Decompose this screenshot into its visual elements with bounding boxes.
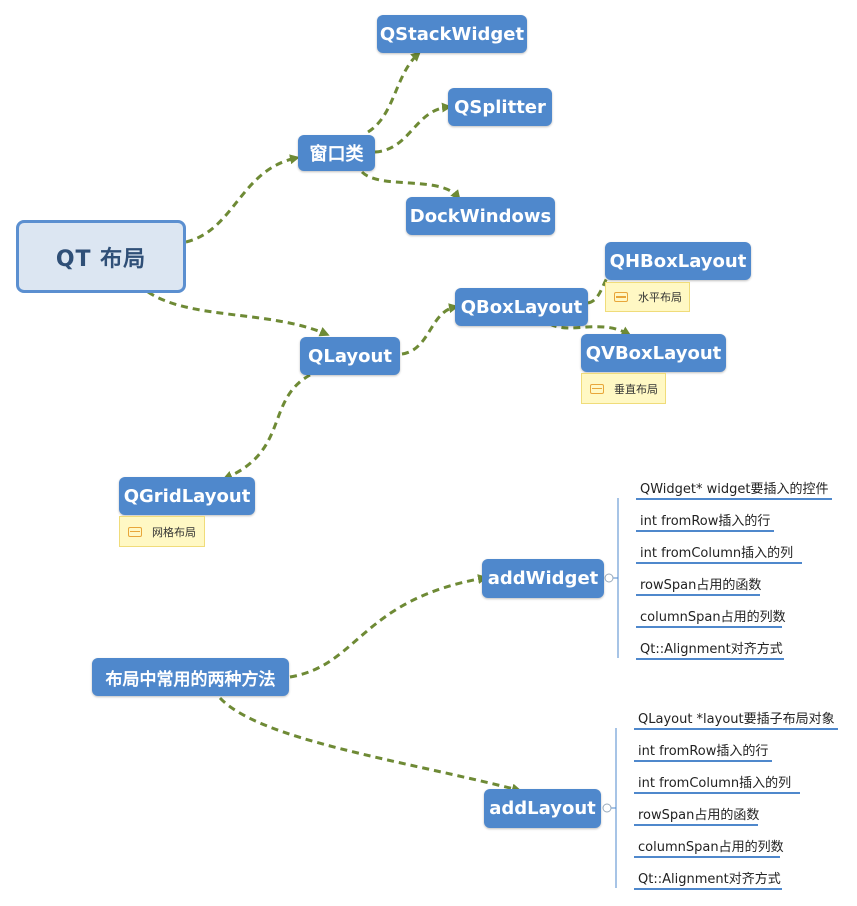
note-icon	[614, 292, 628, 302]
node-qhboxlayout-label: QHBoxLayout	[609, 250, 747, 272]
connector-qbox-qvbox	[549, 322, 632, 336]
addwidget-param-text: int fromColumn插入的列	[640, 546, 794, 561]
node-dockwindows-label: DockWindows	[409, 205, 552, 227]
node-qgridlayout-label: QGridLayout	[123, 485, 251, 507]
node-qboxlayout[interactable]: QBoxLayout	[455, 288, 588, 326]
addwidget-param[interactable]: rowSpan占用的函数	[636, 574, 762, 596]
node-qboxlayout-label: QBoxLayout	[460, 296, 583, 318]
addlayout-param[interactable]: rowSpan占用的函数	[634, 804, 760, 826]
note-icon	[128, 526, 142, 537]
node-qsplitter-label: QSplitter	[454, 96, 546, 118]
connector-methods-addwidget	[289, 574, 488, 679]
node-qstackwidget-label: QStackWidget	[379, 23, 525, 45]
node-qlayout[interactable]: QLayout	[300, 337, 400, 375]
addlayout-param-underline	[634, 824, 758, 826]
connector-qlayout-qbox	[401, 303, 459, 356]
node-common-methods[interactable]: 布局中常用的两种方法	[92, 658, 289, 696]
addlayout-param[interactable]: QLayout *layout要插子布局对象	[634, 708, 838, 730]
addlayout-param[interactable]: columnSpan占用的列数	[634, 836, 784, 858]
addwidget-param[interactable]: Qt::Alignment对齐方式	[636, 638, 784, 660]
addlayout-param-underline	[634, 760, 772, 762]
note-qgridlayout-text: 网格布局	[152, 525, 196, 539]
addwidget-param-underline	[636, 594, 760, 596]
node-window-classes[interactable]: 窗口类	[298, 135, 375, 171]
connector-root-qlayout	[147, 290, 330, 337]
note-qvboxlayout[interactable]: 垂直布局	[581, 373, 666, 404]
connector-methods-addlayout	[218, 696, 522, 794]
note-qhboxlayout[interactable]: 水平布局	[605, 282, 690, 312]
addlayout-param-text: int fromRow插入的行	[638, 744, 769, 759]
addlayout-param-text: QLayout *layout要插子布局对象	[638, 712, 835, 727]
node-addwidget[interactable]: addWidget	[482, 559, 604, 598]
note-qvboxlayout-text: 垂直布局	[614, 382, 658, 396]
connector-chuangkou-qsplitter	[374, 102, 452, 154]
addlayout-param-underline	[634, 888, 782, 890]
root-node[interactable]: QT 布局	[16, 220, 186, 293]
node-addlayout-label: addLayout	[489, 798, 596, 819]
addlayout-param-underline	[634, 856, 780, 858]
addwidget-param-underline	[636, 562, 802, 564]
addwidget-param-underline	[636, 658, 784, 660]
addwidget-param-text: int fromRow插入的行	[640, 514, 771, 529]
addwidget-param-text: QWidget* widget要插入的控件	[640, 482, 829, 497]
addwidget-param-text: columnSpan占用的列数	[640, 610, 786, 625]
node-qhboxlayout[interactable]: QHBoxLayout	[605, 242, 751, 280]
note-qhboxlayout-text: 水平布局	[638, 291, 682, 304]
root-label: QT 布局	[55, 246, 147, 272]
note-qgridlayout[interactable]: 网格布局	[119, 516, 205, 547]
connector-chuangkou-qstack	[367, 51, 421, 134]
addlayout-param-text: int fromColumn插入的列	[638, 776, 792, 791]
node-dockwindows[interactable]: DockWindows	[406, 197, 555, 235]
node-qgridlayout[interactable]: QGridLayout	[119, 477, 255, 515]
addwidget-param[interactable]: columnSpan占用的列数	[636, 606, 786, 628]
addlayout-param-underline	[634, 792, 800, 794]
connector-root-chuangkou	[185, 154, 300, 244]
node-qvboxlayout-label: QVBoxLayout	[585, 342, 722, 364]
addlayout-param-text: columnSpan占用的列数	[638, 840, 784, 855]
node-addlayout[interactable]: addLayout	[484, 789, 601, 828]
node-qvboxlayout[interactable]: QVBoxLayout	[581, 334, 726, 372]
note-icon	[590, 383, 604, 394]
node-qsplitter[interactable]: QSplitter	[448, 88, 552, 126]
addwidget-param-underline	[636, 626, 782, 628]
addlayout-param[interactable]: int fromRow插入的行	[634, 740, 772, 762]
connector-qlayout-qgrid	[222, 373, 311, 481]
addwidget-param[interactable]: QWidget* widget要插入的控件	[636, 478, 832, 500]
collapse-toggle-addlayout	[602, 803, 612, 813]
collapse-toggle-addwidget	[604, 573, 614, 583]
addwidget-param-text: rowSpan占用的函数	[640, 578, 762, 593]
addlayout-param[interactable]: int fromColumn插入的列	[634, 772, 800, 794]
node-qlayout-label: QLayout	[308, 345, 392, 367]
addwidget-param[interactable]: int fromRow插入的行	[636, 510, 774, 532]
addwidget-param-underline	[636, 530, 774, 532]
addlayout-param-underline	[634, 728, 838, 730]
addwidget-param[interactable]: int fromColumn插入的列	[636, 542, 802, 564]
addlayout-param-text: Qt::Alignment对齐方式	[638, 872, 781, 887]
node-qstackwidget[interactable]: QStackWidget	[377, 15, 527, 53]
node-addwidget-label: addWidget	[487, 568, 599, 589]
addwidget-param-text: Qt::Alignment对齐方式	[640, 642, 783, 657]
node-window-classes-label: 窗口类	[309, 144, 364, 165]
connector-chuangkou-dock	[360, 170, 461, 201]
addwidget-param-underline	[636, 498, 832, 500]
addlayout-param[interactable]: Qt::Alignment对齐方式	[634, 868, 782, 890]
node-common-methods-label: 布局中常用的两种方法	[105, 669, 276, 690]
addlayout-param-text: rowSpan占用的函数	[638, 808, 760, 823]
